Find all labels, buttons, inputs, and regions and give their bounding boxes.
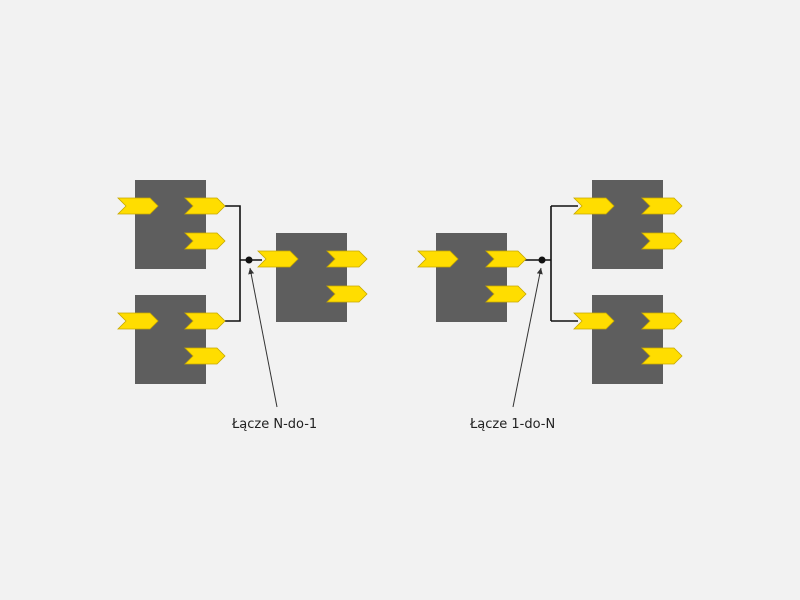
target-a-output-port-2 [641,232,683,250]
input-port-a [117,197,159,215]
one-to-n-group: Łącze 1-do-N [417,180,683,432]
source-block [436,233,507,322]
input-port-b [117,312,159,330]
target-b-output-port-2 [641,347,683,365]
one-to-n-wire [525,205,578,322]
target-a-input-port [573,197,615,215]
one-to-n-junction [538,256,546,264]
target-a-output-port-1 [641,197,683,215]
target-block [276,233,347,322]
target-block-b [592,295,663,384]
target-b-input-port [573,312,615,330]
source-input-port [417,250,459,268]
output-port-a2 [184,232,226,250]
output-port-b1 [184,312,226,330]
source-block-b [135,295,206,384]
output-port-a1 [184,197,226,215]
n-to-1-label: Łącze N-do-1 [231,417,317,432]
source-output-port-2 [485,285,527,303]
source-output-port-1 [485,250,527,268]
n-to-1-group: Łącze N-do-1 [117,180,368,432]
output-port-b2 [184,347,226,365]
target-output-port-1 [326,250,368,268]
target-block-a [592,180,663,269]
target-input-port [257,250,299,268]
target-b-output-port-1 [641,312,683,330]
one-to-n-label: Łącze 1-do-N [469,417,555,432]
source-block-a [135,180,206,269]
n-to-1-callout-line [248,267,278,408]
n-to-1-junction [245,256,253,264]
target-output-port-2 [326,285,368,303]
one-to-n-callout-line [512,267,543,408]
